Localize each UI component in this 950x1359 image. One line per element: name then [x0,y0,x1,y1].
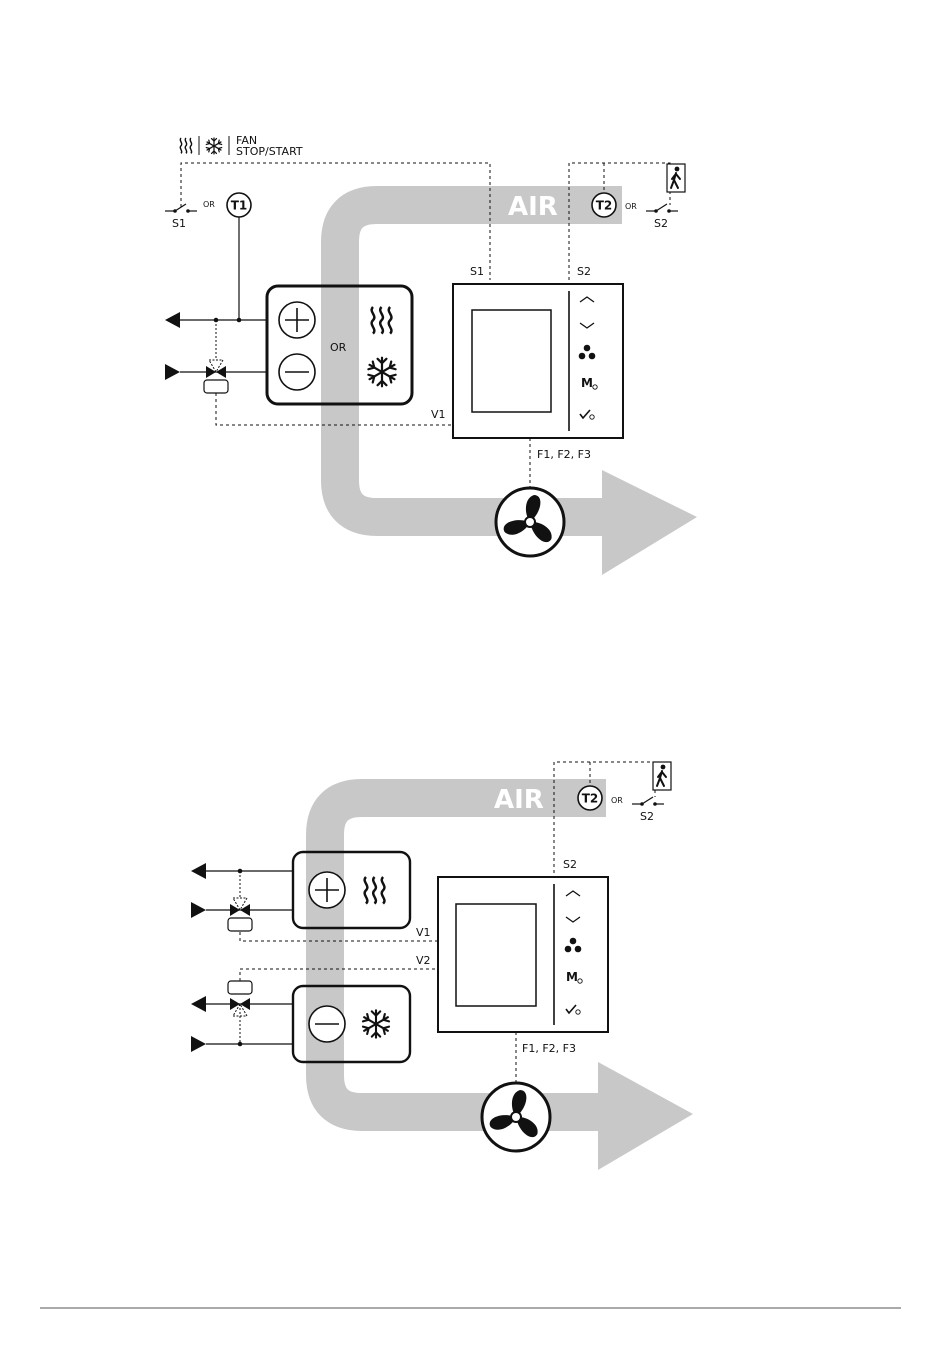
pipe-out-arrow [165,312,180,328]
s2-switch-icon [646,204,678,213]
heat-waves-icon [372,307,392,334]
person-walking-icon [667,164,685,192]
valve-actuator [228,918,252,931]
pipe-in-arrow [191,1036,206,1052]
mode-button[interactable]: M [566,970,578,984]
snowflake-icon [206,138,221,154]
terminal-fan-label: F1, F2, F3 [537,448,591,461]
or-label-s2: OR [625,202,637,211]
t1-label: T1 [231,199,248,213]
terminal-s2-label: S2 [577,265,591,278]
heat-waves-icon [180,138,191,153]
diagram-2: AIR T2 OR S2 [191,762,693,1170]
s1-switch-label: S1 [172,217,186,230]
valve-actuator [228,981,252,994]
terminal-s1-label: S1 [470,265,484,278]
s2-switch-icon [632,797,664,806]
pipe-in-arrow [191,902,206,918]
legend-fan-stop-start-label: STOP/START [236,145,303,158]
thermostat [438,877,608,1032]
legend: FAN STOP/START [180,134,303,158]
t2-label: T2 [596,199,613,213]
air-label: AIR [508,192,558,222]
or-label-center: OR [330,341,347,354]
air-label: AIR [494,785,544,815]
t2-label: T2 [582,792,599,806]
terminal-v2-label: V2 [416,954,431,967]
pipe-in-arrow [165,364,180,380]
pipe-out-arrow [191,863,206,879]
pipe-out-arrow [191,996,206,1012]
or-label-s2: OR [611,796,623,805]
heat-waves-icon [365,877,385,904]
s2-switch-label: S2 [640,810,654,823]
snowflake-icon [363,1010,389,1037]
or-label-s1: OR [203,200,215,209]
diagram-1: AIR S1 OR T1 T2 OR S2 [165,163,697,575]
mode-button[interactable]: M [581,376,593,390]
thermostat [453,284,623,438]
terminal-fan-label: F1, F2, F3 [522,1042,576,1055]
valve-actuator [204,380,228,393]
snowflake-icon [368,358,395,387]
terminal-v1-label: V1 [431,408,446,421]
terminal-v1-label: V1 [416,926,431,939]
s2-switch-label: S2 [654,217,668,230]
terminal-s2-label: S2 [563,858,577,871]
person-walking-icon [653,762,671,790]
